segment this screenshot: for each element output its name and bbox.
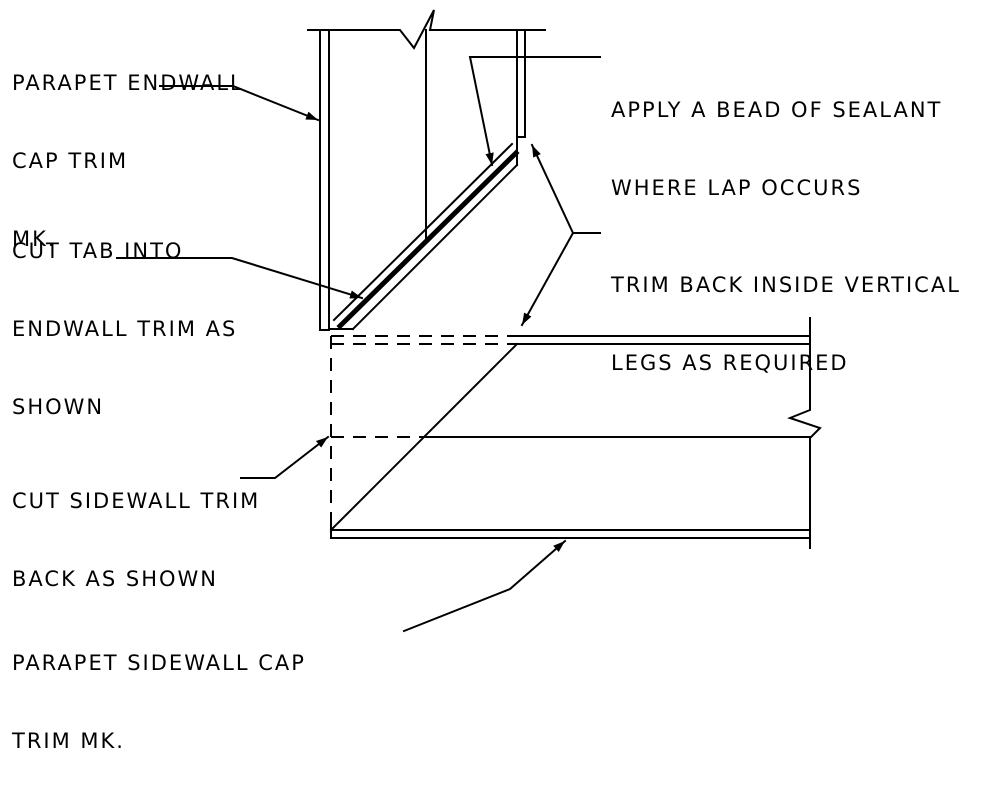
endwall-cap-trim bbox=[307, 9, 546, 331]
endwall-break-line bbox=[307, 9, 546, 50]
tab-diagonal-edge bbox=[351, 163, 519, 331]
callout-line: PARAPET SIDEWALL CAP bbox=[12, 651, 306, 675]
callout-sidewall-cap-trim: PARAPET SIDEWALL CAP TRIM MK. bbox=[12, 598, 306, 806]
tab-edge bbox=[332, 142, 514, 322]
leader-trim-back-upper bbox=[530, 143, 601, 234]
callout-line: PARAPET ENDWALL bbox=[12, 71, 244, 95]
callout-line: LEGS AS REQUIRED bbox=[611, 351, 849, 375]
callout-line: CAP TRIM bbox=[12, 149, 129, 173]
callout-endwall-cap-trim: PARAPET ENDWALL CAP TRIM MK. bbox=[12, 18, 244, 304]
callout-line: MK. bbox=[12, 227, 57, 251]
leader-trim-back-lower bbox=[520, 231, 575, 327]
sealant-bead bbox=[336, 149, 520, 330]
drawing-linework bbox=[116, 9, 822, 633]
leaders bbox=[116, 56, 601, 633]
callout-sealant: APPLY A BEAD OF SEALANT WHERE LAP OCCURS bbox=[611, 45, 942, 253]
callout-line: CUT SIDEWALL TRIM bbox=[12, 489, 261, 513]
sidewall-cap-trim bbox=[329, 317, 822, 549]
callout-cut-sidewall: CUT SIDEWALL TRIM BACK AS SHOWN bbox=[12, 436, 260, 644]
callout-line: BACK AS SHOWN bbox=[12, 567, 219, 591]
callout-line: WHERE LAP OCCURS bbox=[611, 176, 863, 200]
sidewall-mitre-line bbox=[329, 342, 519, 532]
callout-line: CUT TAB INTO bbox=[12, 239, 184, 263]
callout-line: ENDWALL TRIM AS bbox=[12, 317, 238, 341]
leader-sealant bbox=[468, 56, 601, 167]
callout-line: TRIM MK. bbox=[12, 729, 125, 753]
leader-sidewall-cap-trim bbox=[402, 539, 567, 633]
leader-cut-tab bbox=[116, 257, 364, 300]
callout-trim-back: TRIM BACK INSIDE VERTICAL LEGS AS REQUIR… bbox=[611, 220, 961, 428]
callout-line: SHOWN bbox=[12, 395, 105, 419]
callout-cut-tab: CUT TAB INTO ENDWALL TRIM AS SHOWN bbox=[12, 186, 237, 472]
leader-cut-sidewall bbox=[240, 435, 330, 479]
sidewall-break-line bbox=[787, 317, 822, 549]
detail-drawing: PARAPET ENDWALL CAP TRIM MK. APPLY A BEA… bbox=[12, 9, 961, 753]
leader-endwall-cap-trim bbox=[159, 85, 320, 122]
callout-line: TRIM BACK INSIDE VERTICAL bbox=[611, 273, 961, 297]
callout-line: APPLY A BEAD OF SEALANT bbox=[611, 98, 943, 122]
